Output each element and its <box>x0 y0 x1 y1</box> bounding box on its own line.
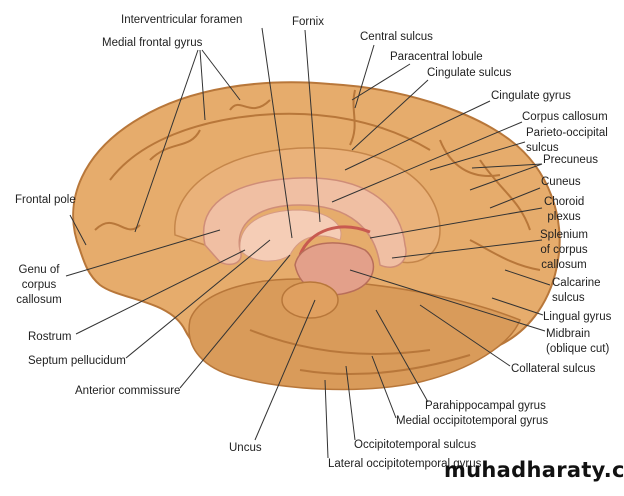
label-cingulate-sulcus: Cingulate sulcus <box>427 67 512 79</box>
label-medial-occipitotemporal-gyrus: Medial occipitotemporal gyrus <box>396 415 549 427</box>
label-occipitotemporal-sulcus: Occipitotemporal sulcus <box>354 439 477 451</box>
label-line: callosum <box>541 259 587 271</box>
label-rostrum: Rostrum <box>28 331 72 343</box>
watermark: muhadharaty.com <box>444 458 624 482</box>
label-calcarine-sulcus: Calcarine sulcus <box>552 276 601 306</box>
label-anterior-commissure: Anterior commissure <box>75 385 181 397</box>
leader-lines <box>65 27 551 459</box>
label-choroid-plexus: Choroid plexus <box>544 195 584 225</box>
label-septum-pellucidum: Septum pellucidum <box>28 355 126 367</box>
label-collateral-sulcus: Collateral sulcus <box>511 363 596 375</box>
label-medial-frontal-gyrus: Medial frontal gyrus <box>102 37 203 49</box>
label-line: Choroid <box>544 196 585 208</box>
label-line: plexus <box>547 211 581 223</box>
label-corpus-callosum: Corpus callosum <box>522 111 608 123</box>
label-genu: Genu of corpus callosum <box>14 263 64 308</box>
temporal-lobe <box>188 278 521 391</box>
label-line: Midbrain <box>546 328 591 340</box>
label-precuneus: Precuneus <box>543 154 598 166</box>
label-line: Splenium <box>540 229 588 241</box>
label-cingulate-gyrus: Cingulate gyrus <box>491 90 571 102</box>
label-fornix: Fornix <box>292 16 324 28</box>
label-line: corpus <box>21 279 57 291</box>
label-midbrain: Midbrain (oblique cut) <box>546 327 609 357</box>
septum-pellucidum <box>239 209 342 262</box>
label-central-sulcus: Central sulcus <box>360 31 433 43</box>
label-splenium: Splenium of corpus callosum <box>540 228 588 273</box>
sulci-lines <box>94 89 541 376</box>
label-frontal-pole: Frontal pole <box>15 194 76 206</box>
label-line: Parieto-occipital <box>526 127 608 139</box>
label-line: (oblique cut) <box>546 343 610 355</box>
label-line: sulcus <box>552 292 585 304</box>
label-interventricular-foramen: Interventricular foramen <box>121 14 243 26</box>
label-line: sulcus <box>526 142 559 154</box>
label-cuneus: Cuneus <box>541 176 581 188</box>
label-line: callosum <box>16 294 62 306</box>
label-lingual-gyrus: Lingual gyrus <box>543 311 612 323</box>
label-parahippocampal-gyrus: Parahippocampal gyrus <box>425 400 546 412</box>
label-line: of corpus <box>540 244 588 256</box>
uncus <box>281 281 339 319</box>
label-paracentral-lobule: Paracentral lobule <box>390 51 483 63</box>
label-line: Calcarine <box>552 277 601 289</box>
fornix <box>298 225 371 256</box>
label-parieto-occipital-sulcus: Parieto-occipital sulcus <box>526 126 608 156</box>
label-line: Genu of <box>18 264 60 276</box>
label-lateral-occipitotemporal-gyrus: Lateral occipitotemporal gyrus <box>328 458 482 470</box>
label-uncus: Uncus <box>229 442 262 454</box>
